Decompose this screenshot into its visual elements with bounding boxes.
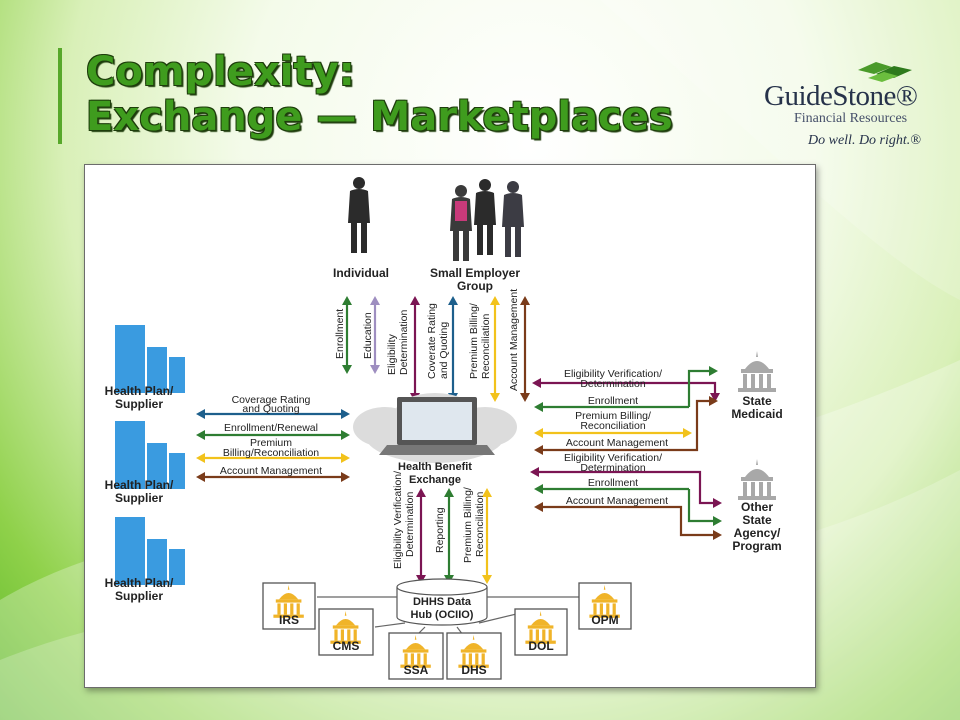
top-label-rating-1: Coverate Rating bbox=[426, 303, 438, 379]
slide-title: Complexity: Exchange — Marketplaces bbox=[86, 50, 673, 140]
health-plan-1-label-2: Supplier bbox=[115, 397, 163, 411]
small-employer-group-icon bbox=[450, 179, 524, 261]
health-plan-3-label-1: Health Plan/ bbox=[105, 576, 174, 590]
agency-label-irs: IRS bbox=[279, 613, 299, 627]
right-arrows bbox=[530, 366, 722, 540]
top-arrows bbox=[342, 296, 530, 402]
top-label-enrollment: Enrollment bbox=[334, 309, 346, 359]
other-state-label-3: Agency/ bbox=[734, 526, 781, 540]
right-label-3b: Reconciliation bbox=[580, 420, 646, 432]
left-label-billing-2: Billing/Reconciliation bbox=[223, 447, 319, 459]
agency-ssa: SSA bbox=[388, 632, 444, 680]
left-label-enrollment: Enrollment/Renewal bbox=[224, 422, 318, 434]
right-label-5a: Eligibility Verification/ bbox=[564, 452, 662, 464]
left-label-billing-1: Premium bbox=[250, 437, 292, 449]
agency-label-opm: OPM bbox=[591, 613, 618, 627]
agency-cms: CMS bbox=[318, 608, 374, 656]
guidestone-logo: GuideStone® Financial Resources Do well.… bbox=[760, 58, 921, 150]
data-hub-label-2: Hub (OCIIO) bbox=[411, 609, 474, 621]
small-employer-label-1: Small Employer bbox=[430, 266, 520, 280]
diagram-frame: Individual Small Employer Group Enrollme… bbox=[84, 164, 816, 688]
left-label-rating-1: Coverage Rating bbox=[232, 394, 311, 406]
slide-title-line-2: Exchange — Marketplaces bbox=[86, 94, 673, 140]
right-label-5b: Determination bbox=[580, 462, 646, 474]
small-employer-label-2: Group bbox=[457, 279, 493, 293]
other-state-label-1: Other bbox=[741, 500, 773, 514]
health-plan-building-icon-3 bbox=[115, 517, 185, 585]
bottom-label-billing-1: Premium Billing/ bbox=[462, 487, 474, 563]
top-label-account-mgmt: Account Management bbox=[508, 289, 520, 391]
agency-opm: OPM bbox=[578, 582, 632, 630]
right-label-6: Enrollment bbox=[588, 477, 638, 489]
right-label-3a: Premium Billing/ bbox=[575, 410, 651, 422]
top-arrow-labels: Enrollment Education Eligibility Determi… bbox=[334, 289, 520, 391]
individual-label: Individual bbox=[333, 266, 389, 280]
top-label-eligibility-2: Determination bbox=[398, 309, 410, 375]
logo-subtitle: Financial Resources bbox=[794, 111, 908, 126]
right-label-1a: Eligibility Verification/ bbox=[564, 368, 662, 380]
other-state-label-2: State bbox=[742, 513, 772, 527]
logo-mark-icon bbox=[858, 62, 912, 82]
left-label-account-mgmt: Account Management bbox=[220, 465, 322, 477]
state-medicaid-label-1: State bbox=[742, 394, 772, 408]
agencies: IRS CMS SSA DHS DOL OPM bbox=[262, 582, 632, 680]
right-label-4: Account Management bbox=[566, 437, 668, 449]
health-plan-2-label-2: Supplier bbox=[115, 491, 163, 505]
bottom-label-reporting: Reporting bbox=[434, 507, 446, 553]
state-medicaid-label-2: Medicaid bbox=[731, 407, 782, 421]
exchange-label-2: Exchange bbox=[409, 474, 461, 486]
top-label-eligibility-1: Eligibility bbox=[386, 333, 398, 375]
agency-dhs: DHS bbox=[446, 632, 502, 680]
agency-irs: IRS bbox=[262, 582, 316, 630]
top-label-rating-2: and Quoting bbox=[438, 322, 450, 379]
health-plan-1-label-1: Health Plan/ bbox=[105, 384, 174, 398]
health-plan-2-label-1: Health Plan/ bbox=[105, 478, 174, 492]
right-label-2: Enrollment bbox=[588, 395, 638, 407]
agency-label-dhs: DHS bbox=[461, 663, 486, 677]
bottom-label-eligibility-2: Determination bbox=[404, 491, 416, 557]
agency-label-dol: DOL bbox=[528, 639, 553, 653]
state-medicaid-capitol-icon bbox=[738, 351, 776, 392]
data-hub-label-1: DHHS Data bbox=[413, 596, 472, 608]
agency-dol: DOL bbox=[514, 608, 568, 656]
bottom-label-billing-2: Reconciliation bbox=[474, 491, 486, 557]
hub-connectors bbox=[317, 596, 579, 636]
data-hub-cylinder bbox=[396, 578, 488, 626]
left-arrows bbox=[196, 409, 350, 482]
left-label-rating-2: and Quoting bbox=[242, 403, 299, 415]
health-plan-3-label-2: Supplier bbox=[115, 589, 163, 603]
bottom-label-eligibility-1: Eligibility Verification/ bbox=[392, 471, 404, 569]
top-label-billing-1: Premium Billing/ bbox=[468, 303, 480, 379]
exchange-label-1: Health Benefit bbox=[398, 461, 472, 473]
top-label-billing-2: Reconciliation bbox=[480, 313, 492, 379]
laptop-icon bbox=[379, 397, 495, 455]
bottom-arrows bbox=[416, 488, 492, 584]
other-state-label-4: Program bbox=[732, 539, 781, 553]
right-label-1b: Determination bbox=[580, 378, 646, 390]
slide-title-line-1: Complexity: bbox=[86, 49, 355, 95]
other-state-capitol-icon bbox=[738, 459, 776, 500]
logo-tagline: Do well. Do right.® bbox=[808, 133, 921, 148]
exchange-diagram: Individual Small Employer Group Enrollme… bbox=[105, 177, 783, 680]
top-label-education: Education bbox=[362, 312, 374, 359]
health-plan-building-icon-1 bbox=[115, 325, 185, 393]
title-accent-bar bbox=[58, 48, 62, 144]
right-label-7: Account Management bbox=[566, 495, 668, 507]
individual-person-icon bbox=[348, 177, 370, 253]
logo-name: GuideStone® bbox=[764, 80, 918, 112]
agency-label-cms: CMS bbox=[333, 639, 360, 653]
agency-label-ssa: SSA bbox=[404, 663, 429, 677]
